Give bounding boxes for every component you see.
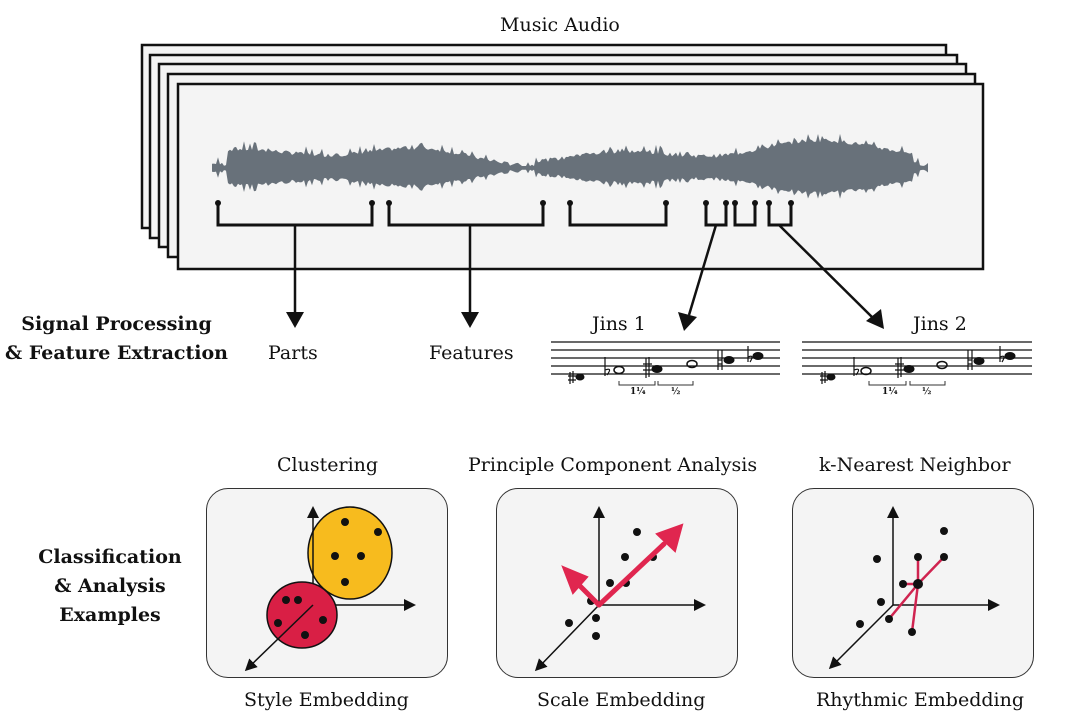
- pc1-arrowhead: [655, 523, 684, 553]
- parts-label: Parts: [268, 342, 318, 364]
- bracket-jins-b: [733, 201, 757, 227]
- arrowhead-jins2: [866, 309, 884, 329]
- bracket-features: [387, 201, 545, 227]
- cluster-points: [274, 518, 382, 639]
- jins1-notes: [575, 352, 764, 381]
- jins2-title: Jins 2: [913, 313, 967, 335]
- pc2-arrowhead: [561, 565, 589, 595]
- arrowhead-parts: [286, 312, 304, 328]
- z-axis: [828, 604, 894, 670]
- neighbor-links: [888, 556, 945, 633]
- knn-panel: [792, 488, 1034, 678]
- arrowhead-features: [461, 312, 479, 328]
- style-embedding-label: Style Embedding: [244, 689, 409, 711]
- classification-label-line-3: Examples: [59, 604, 161, 626]
- pca-plot: [534, 506, 706, 672]
- features-label: Features: [429, 342, 514, 364]
- signal-label-line-2: & Feature Extraction: [5, 342, 228, 364]
- clustering-plot: [244, 506, 416, 672]
- pc2-arrow: [576, 582, 602, 608]
- arrowhead-jins1: [678, 312, 697, 331]
- knn-points: [856, 527, 948, 636]
- music-audio-title: Music Audio: [500, 14, 620, 36]
- arrow-to-jins2: [778, 224, 876, 321]
- jins1-accidentals: [568, 346, 753, 384]
- jins2-staff: [802, 341, 1032, 386]
- classification-label-line-1: Classification: [38, 546, 182, 568]
- pc1-arrow: [596, 541, 667, 608]
- jins2-interval-brackets: [868, 381, 946, 386]
- rhythmic-embedding-label: Rhythmic Embedding: [816, 689, 1025, 711]
- principal-component-arrows: [561, 523, 684, 608]
- signal-label-line-1: Signal Processing: [21, 313, 212, 335]
- jins1-interval-brackets: [618, 381, 694, 386]
- knn-label: k-Nearest Neighbor: [819, 454, 1011, 476]
- clustering-label: Clustering: [277, 454, 379, 476]
- signal-processing-label: Signal Processing & Feature Extraction: [4, 310, 229, 368]
- jins1-staff: [551, 341, 780, 386]
- scale-embedding-label: Scale Embedding: [537, 689, 706, 711]
- classification-label: Classification & Analysis Examples: [30, 543, 190, 630]
- z-axis: [534, 604, 600, 672]
- classification-label-line-2: & Analysis: [54, 575, 166, 597]
- jins1-interval-1: 1¼: [630, 387, 646, 397]
- waveform-shape: [212, 133, 928, 199]
- arrow-to-jins1: [687, 224, 718, 316]
- jins2-notes: [826, 352, 1016, 381]
- knn-plot: [828, 506, 1000, 670]
- arrow-heads: [286, 309, 884, 331]
- output-arrows: [293, 224, 876, 321]
- jins1-interval-2: ½: [671, 387, 681, 397]
- bracket-endpoints: [215, 200, 794, 206]
- bracket-segment-3: [568, 201, 668, 227]
- pca-panel: [496, 488, 738, 678]
- yellow-cluster: [307, 506, 393, 600]
- jins2-interval-2: ½: [922, 387, 932, 397]
- jins2-interval-1: 1¼: [882, 387, 898, 397]
- audio-waveform: [212, 133, 928, 199]
- jins2-accidentals: [820, 346, 1005, 384]
- pca-label: Principle Component Analysis: [468, 454, 758, 476]
- clustering-panel: [206, 488, 448, 678]
- z-axis: [244, 604, 314, 672]
- jins1-title: Jins 1: [592, 313, 646, 335]
